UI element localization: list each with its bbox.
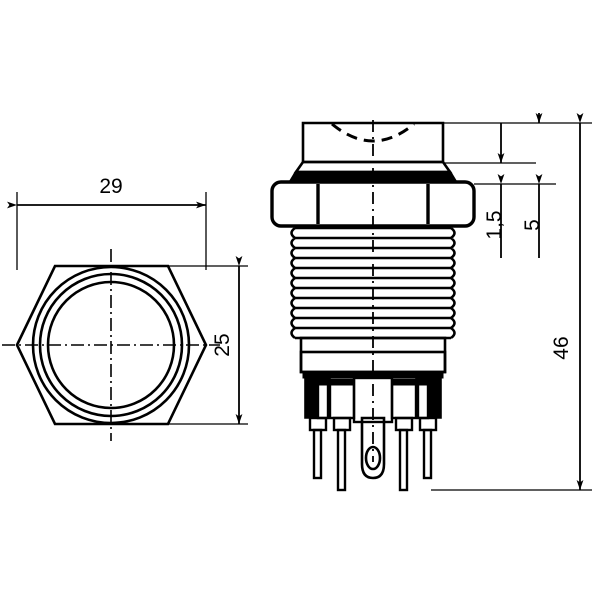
solder-pin-3: [398, 428, 409, 492]
dimension-label-29: 29: [99, 175, 122, 198]
cap-hidden-arc: [331, 122, 415, 143]
terminal-contact-right: [416, 382, 430, 420]
dimension-label-5: 5: [521, 219, 544, 231]
solder-pin-4: [422, 428, 433, 480]
ground-tab-hole: [364, 445, 382, 471]
pin-collar-2: [332, 416, 352, 432]
thread-flank-right: [448, 226, 456, 340]
front-view-group: 29 25: [2, 175, 248, 441]
dimension-label-46: 46: [550, 336, 573, 359]
pin-collar-1: [308, 416, 328, 432]
terminal-contact-left: [316, 382, 330, 420]
ground-tab: [360, 416, 386, 480]
solder-pin-1: [312, 428, 323, 480]
terminal-tab-right-outer: [391, 379, 429, 386]
pin-collar-3: [394, 416, 414, 432]
thread-flank-left: [290, 226, 298, 340]
pin-collar-4: [418, 416, 438, 432]
hex-nut-outline: [15, 264, 208, 426]
dimension-label-25: 25: [211, 333, 234, 356]
terminal-housing-right: [390, 378, 418, 420]
solder-pin-2: [336, 428, 347, 492]
dimension-25: [168, 256, 248, 425]
side-view-group: [270, 120, 476, 492]
dimension-label-1-5: 1,5: [483, 210, 506, 239]
side-view-dimensions: 1,5 5 46: [431, 113, 592, 491]
terminal-housing-left: [328, 378, 356, 420]
dimension-29: [7, 192, 207, 270]
